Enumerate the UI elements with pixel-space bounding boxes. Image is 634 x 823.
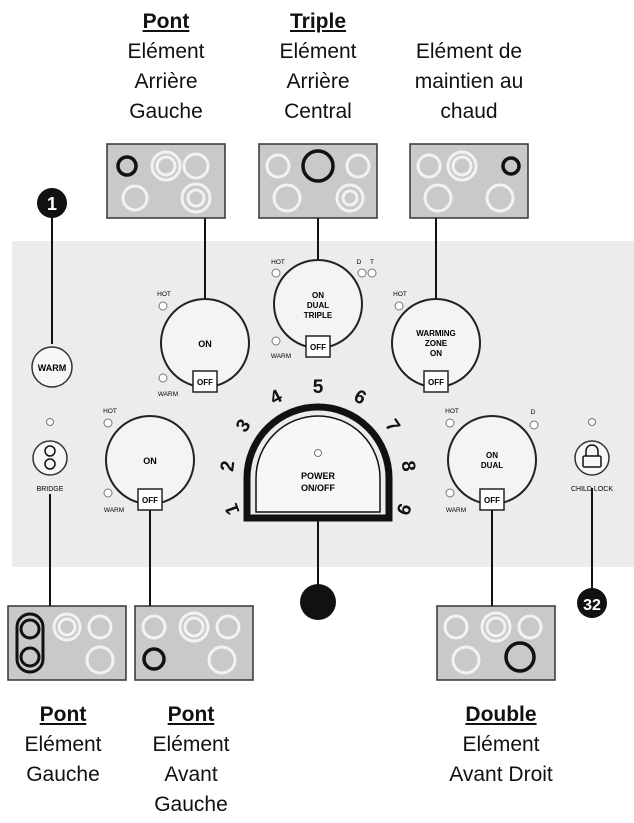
bridge-icon [44,445,56,457]
dual-indicator-light [357,268,367,278]
dual-label: D [531,409,536,416]
caption-bridge: Pont Elément Gauche [0,700,126,790]
hot-indicator-light [271,268,281,278]
lock-icon [582,444,602,468]
caption-front-left: Pont Elément Avant Gauche [126,700,256,820]
caption-title: Pont [39,703,87,726]
off-button-front-left[interactable]: OFF [137,488,163,511]
off-button-rear-left[interactable]: OFF [192,370,218,393]
active-element-marker [501,156,521,176]
svg-text:TRIPLE: TRIPLE [304,311,333,320]
dial-number: 2 [217,460,239,473]
caption-title: Pont [142,10,190,33]
active-element-marker [142,647,166,671]
active-element-marker [116,155,138,177]
svg-text:OFF: OFF [428,378,444,387]
caption-front-right: Double Elément Avant Droit [426,700,576,790]
svg-text:WARMING: WARMING [416,329,456,338]
warm-label: WARM [104,507,124,514]
child-lock-button[interactable] [574,440,610,476]
active-element-marker [19,646,41,668]
warm-indicator-light [271,336,281,346]
dual-indicator-light [529,420,539,430]
svg-text:OFF: OFF [197,378,213,387]
child-lock-label: CHILD LOCK [571,486,613,493]
svg-text:ON: ON [143,456,157,466]
svg-text:32: 32 [583,597,601,614]
svg-text:POWER: POWER [301,471,336,481]
off-button-front-right[interactable]: OFF [479,488,505,511]
warm-indicator-light [158,373,168,383]
svg-text:WARM: WARM [38,363,67,373]
svg-text:1: 1 [47,194,57,214]
power-indicator-light [314,449,322,457]
caption-title: Double [465,703,537,726]
svg-text:DUAL: DUAL [481,461,503,470]
caption-title: Triple [289,10,347,33]
svg-text:ON/OFF: ON/OFF [301,483,335,493]
triple-label: T [370,259,374,266]
cooktop-thumb-front-left [134,605,254,681]
cooktop-thumb-front-right [436,605,556,681]
off-button-warming-zone[interactable]: OFF [423,370,449,393]
cooktop-thumb-rear-left [106,143,226,219]
svg-text:OFF: OFF [484,496,500,505]
warm-label: WARM [271,353,291,360]
caption-rear-center: Triple Elément Arrière Central [248,7,388,127]
hot-indicator-light [394,301,404,311]
power-dial[interactable]: POWER ON/OFF [243,403,393,522]
dial-number: 8 [397,460,419,473]
hot-label: HOT [445,408,459,415]
callout-marker-32: 32 [577,588,607,618]
warm-label: WARM [158,391,178,398]
cooktop-thumb-bridge [7,605,127,681]
svg-text:DUAL: DUAL [307,301,329,310]
bridge-label: BRIDGE [37,486,64,493]
bridge-indicator-light [46,418,54,426]
hot-indicator-light [158,301,168,311]
off-button-rear-center[interactable]: OFF [305,335,331,358]
knob-front-left[interactable]: ON [105,415,195,505]
warm-indicator-light [445,488,455,498]
svg-text:ZONE: ZONE [425,339,448,348]
triple-indicator-light [367,268,377,278]
active-element-marker [504,641,536,673]
warm-label: WARM [446,507,466,514]
hot-label: HOT [103,408,117,415]
hot-indicator-light [103,418,113,428]
knob-rear-center[interactable]: ON DUAL TRIPLE [273,259,363,349]
active-element-marker [19,618,41,640]
caption-title: Pont [167,703,215,726]
dual-label: D [357,259,362,266]
caption-warming-zone: Elément de maintien au chaud [414,40,524,123]
hot-label: HOT [393,291,407,298]
child-lock-indicator-light [588,418,596,426]
bridge-button[interactable] [32,440,68,476]
dial-number: 5 [313,377,324,398]
power-callout-dot [300,584,336,620]
hot-label: HOT [271,259,285,266]
svg-text:ON: ON [198,339,212,349]
svg-text:OFF: OFF [310,343,326,352]
cooktop-thumb-rear-center [258,143,378,219]
svg-text:ON: ON [486,451,498,460]
svg-text:OFF: OFF [142,496,158,505]
callout-marker-1: 1 [37,188,67,218]
svg-text:ON: ON [430,349,442,358]
warm-indicator-light [103,488,113,498]
svg-text:ON: ON [312,291,324,300]
cooktop-thumb-warming-zone [409,143,529,219]
hot-indicator-light [445,418,455,428]
active-element-marker [301,149,335,183]
warm-button[interactable]: WARM [31,346,73,388]
hot-label: HOT [157,291,171,298]
caption-rear-left: Pont Elément Arrière Gauche [96,7,236,127]
